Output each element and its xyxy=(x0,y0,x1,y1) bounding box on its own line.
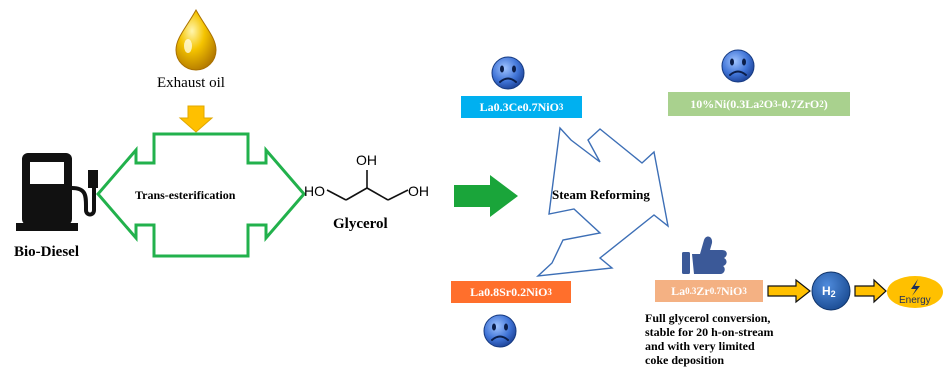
sad-face-icon-3 xyxy=(483,314,517,348)
bio-diesel-label: Bio-Diesel xyxy=(14,244,79,260)
oil-input-arrow xyxy=(178,105,214,133)
exhaust-oil-label: Exhaust oil xyxy=(157,75,225,91)
energy-arrow xyxy=(854,278,887,304)
glycerol-ho-left: HO xyxy=(304,183,325,199)
catalyst-ni-la-zr-f: 2 xyxy=(819,99,824,109)
glycerol-structure xyxy=(326,170,409,201)
catalyst-la-ce-text: La0.3Ce0.7NiO xyxy=(479,99,559,114)
catalyst-ni-la-zr-d: 3 xyxy=(773,99,778,109)
lightning-icon xyxy=(911,279,920,296)
reforming-input-arrow xyxy=(454,175,518,217)
catalyst-la-zr-c: Zr xyxy=(696,283,710,298)
steam-reforming-arrow xyxy=(535,126,670,277)
catalyst-ni-la-zr-c: O xyxy=(763,96,774,111)
h2-sub: 2 xyxy=(830,289,836,299)
catalyst-la-zr-f: 3 xyxy=(742,286,747,296)
h2-arrow xyxy=(767,278,811,304)
catalyst-la-zr-e: NiO xyxy=(721,283,743,298)
catalyst-la-zr-a: La xyxy=(671,283,686,298)
oil-drop-icon xyxy=(175,8,217,71)
trans-esterification-arrow xyxy=(96,132,306,258)
fuel-pump-icon xyxy=(16,153,98,231)
sad-face-icon-1 xyxy=(491,56,525,90)
catalyst-la-sr-text: La0.8Sr0.2NiO xyxy=(470,284,548,299)
catalyst-la-zr-d: 0.7 xyxy=(709,286,721,296)
note-line-1: Full glycerol conversion, xyxy=(645,311,771,325)
h2-label: H2 xyxy=(822,284,836,299)
thumbs-up-icon xyxy=(682,236,727,274)
sad-face-icon-2 xyxy=(721,49,755,83)
energy-label: Energy xyxy=(899,295,931,306)
h2-circle xyxy=(811,271,851,311)
result-note: Full glycerol conversion, stable for 20 … xyxy=(645,311,825,367)
catalyst-la-zr-b: 0.3 xyxy=(685,286,697,296)
glycerol-label: Glycerol xyxy=(333,216,388,232)
trans-esterification-label: Trans-esterification xyxy=(135,188,236,202)
note-line-2: stable for 20 h-on-stream xyxy=(645,325,774,339)
catalyst-la-sr-sub: 3 xyxy=(547,287,552,297)
catalyst-ni-la-zr-g: ) xyxy=(823,96,828,111)
glycerol-oh-top: OH xyxy=(356,152,377,168)
catalyst-ni-la-zr-e: -0.7ZrO xyxy=(777,96,820,111)
glycerol-oh-right: OH xyxy=(408,183,429,199)
catalyst-la-ce-sub: 3 xyxy=(558,102,564,112)
h2-text: H xyxy=(822,284,831,298)
steam-reforming-label: Steam Reforming xyxy=(552,187,650,202)
note-line-3: and with very limited xyxy=(645,339,755,353)
note-line-4: coke deposition xyxy=(645,353,725,367)
catalyst-ni-la-zr-a: 10%Ni(0.3La xyxy=(690,96,760,111)
catalyst-ni-la-zr-b: 2 xyxy=(759,99,764,109)
